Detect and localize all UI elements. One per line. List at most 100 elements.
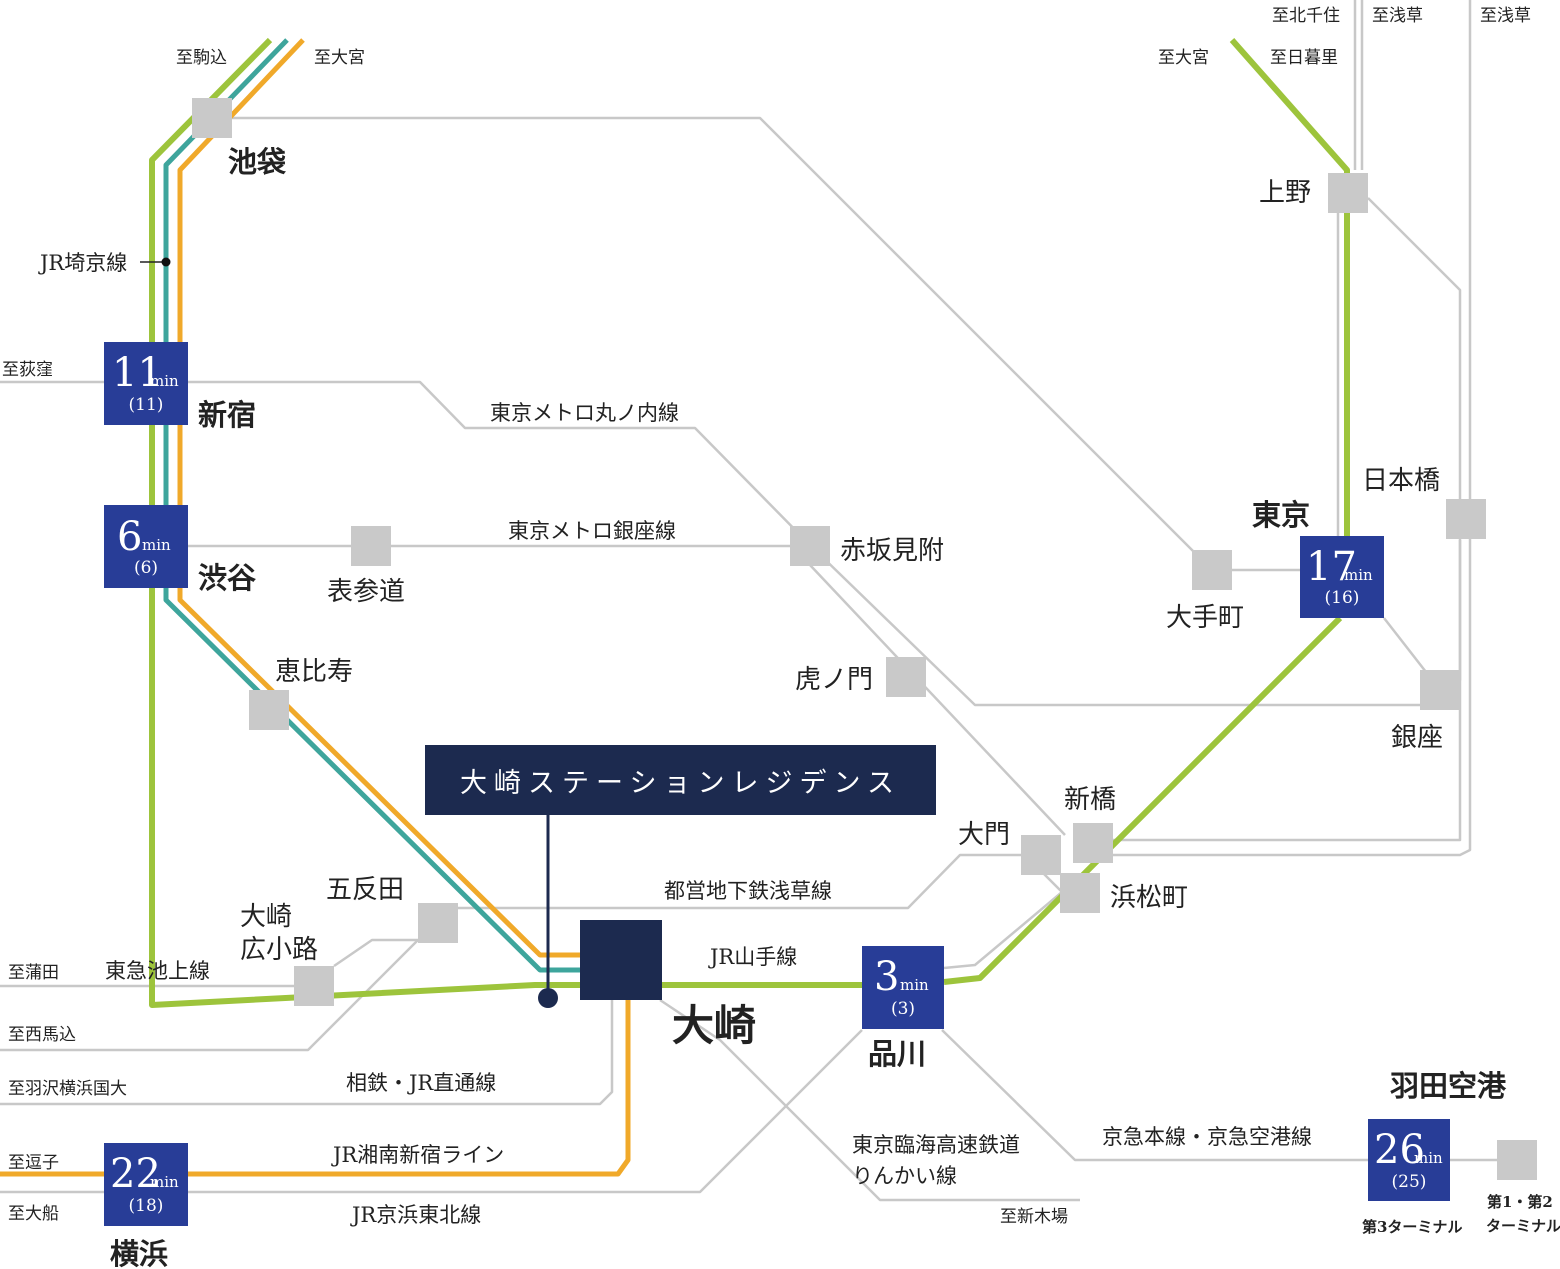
svg-text:26: 26 (1374, 1127, 1425, 1173)
label-osaki-home: 大崎 (672, 1001, 756, 1050)
line-sotetsu (0, 1000, 614, 1106)
station-otemachi (1192, 550, 1232, 590)
line-name-rinkai-1: 東京臨海高速鉄道 (852, 1133, 1020, 1157)
dest-nippori: 至日暮里 (1270, 48, 1338, 68)
line-name-keikyu: 京急本線・京急空港線 (1102, 1125, 1312, 1149)
badge-shibuya: 6 min (6) (104, 505, 188, 588)
station-gotanda (418, 903, 458, 943)
svg-text:min: min (900, 976, 929, 994)
station-osaki-hirokoji (294, 966, 334, 1006)
station-haneda-t12 (1497, 1140, 1537, 1180)
station-akasakamitsuke (790, 526, 830, 566)
label-otemachi: 大手町 (1166, 603, 1244, 633)
line-name-rinkai-2: りんかい線 (852, 1164, 957, 1188)
label-akasakamitsuke: 赤坂見附 (840, 536, 944, 566)
label-ueno: 上野 (1259, 178, 1311, 208)
label-osaki-hirokoji-1: 大崎 (240, 902, 292, 932)
label-shinbashi: 新橋 (1064, 785, 1116, 815)
residence-dot (538, 988, 558, 1008)
terminal-12-1: 第1・第2 (1487, 1193, 1553, 1211)
line-nishimagome (0, 939, 419, 1052)
dest-ogikubo: 至荻窪 (2, 360, 53, 380)
svg-text:(6): (6) (134, 558, 158, 578)
dest-kamata: 至蒲田 (8, 963, 59, 983)
svg-text:min: min (1414, 1149, 1443, 1167)
line-saikyo (163, 38, 582, 973)
svg-text:(18): (18) (129, 1196, 164, 1216)
stations (192, 98, 1537, 1180)
station-nihonbashi (1446, 499, 1486, 539)
dest-hazawa: 至羽沢横浜国大 (8, 1079, 127, 1099)
svg-text:11: 11 (112, 350, 163, 396)
svg-text:(16): (16) (1325, 588, 1360, 608)
residence-name: 大崎ステーションレジデンス (460, 767, 901, 799)
line-yamanote-north (1229, 38, 1350, 536)
label-shibuya: 渋谷 (198, 561, 257, 595)
svg-text:(11): (11) (129, 395, 164, 415)
dest-ofuna: 至大船 (8, 1204, 59, 1224)
line-marunouchi-east (188, 380, 811, 546)
line-yamanote-east (943, 615, 1343, 985)
station-ikebukuro (192, 98, 232, 138)
line-akasaka-ginza (809, 544, 1440, 707)
line-name-keihin: JR京浜東北線 (350, 1203, 481, 1227)
label-shinjuku: 新宿 (198, 398, 256, 432)
line-shinagawa-thin (943, 891, 1063, 970)
station-ueno (1328, 173, 1368, 213)
line-asakusa (458, 853, 1040, 910)
line-nihonbashi-shinbashi (1090, 540, 1462, 842)
station-osaki-home (580, 920, 662, 1000)
label-toranomon: 虎ノ門 (795, 665, 873, 695)
label-ginza: 銀座 (1391, 723, 1443, 753)
line-ikegami-2 (333, 938, 418, 968)
dest-omiya-e: 至大宮 (1158, 48, 1209, 68)
badge-tokyo: 17 min (16) (1300, 536, 1384, 618)
label-daimon: 大門 (958, 820, 1010, 850)
dest-nishimagome: 至西馬込 (8, 1025, 76, 1045)
line-rinkai (659, 998, 1080, 1202)
svg-text:22: 22 (110, 1151, 161, 1197)
svg-text:6: 6 (117, 514, 142, 560)
dest-zushi: 至逗子 (8, 1153, 59, 1173)
label-nihonbashi: 日本橋 (1362, 466, 1440, 496)
station-daimon (1021, 835, 1061, 875)
label-shinagawa: 品川 (868, 1037, 926, 1071)
saikyo-dot (161, 257, 171, 267)
line-shonan-south (188, 1000, 631, 1177)
label-haneda: 羽田空港 (1390, 1069, 1507, 1103)
line-keihin (0, 1029, 863, 1194)
station-hamamatsucho (1060, 873, 1100, 913)
station-ginza (1420, 670, 1460, 710)
line-name-ikegami: 東急池上線 (105, 959, 210, 983)
dest-omiya-w: 至大宮 (314, 48, 365, 68)
label-gotanda: 五反田 (326, 875, 404, 905)
label-tokyo: 東京 (1252, 498, 1310, 532)
svg-text:min: min (150, 372, 179, 390)
label-osaki-hirokoji-2: 広小路 (240, 935, 318, 965)
line-akasaka-shinbashi (809, 564, 1066, 836)
label-ebisu: 恵比寿 (275, 657, 353, 687)
label-ikebukuro: 池袋 (228, 145, 286, 179)
svg-text:(3): (3) (891, 999, 915, 1019)
dest-komagome: 至駒込 (176, 48, 227, 68)
svg-text:3: 3 (874, 954, 899, 1000)
other-lines (0, 0, 1500, 1202)
line-name-asakusa: 都営地下鉄浅草線 (664, 879, 832, 903)
badge-yokohama: 22 min (18) (104, 1143, 188, 1226)
line-name-saikyo: JR埼京線 (38, 251, 127, 275)
badge-shinjuku: 11 min (11) (104, 342, 188, 425)
station-ebisu (249, 690, 289, 730)
line-name-marunouchi: 東京メトロ丸ノ内線 (490, 401, 679, 425)
svg-text:17: 17 (1306, 544, 1357, 590)
line-name-ginza: 東京メトロ銀座線 (508, 519, 676, 543)
terminal-3: 第3ターミナル (1362, 1218, 1462, 1236)
svg-text:min: min (1344, 566, 1373, 584)
label-omotesando: 表参道 (327, 577, 405, 607)
station-toranomon (886, 657, 926, 697)
svg-text:min: min (150, 1173, 179, 1191)
station-omotesando (351, 526, 391, 566)
line-name-shonan: JR湘南新宿ライン (331, 1143, 504, 1167)
label-hamamatsucho: 浜松町 (1110, 883, 1188, 913)
line-asakusa-2 (1090, 0, 1472, 857)
svg-text:(25): (25) (1392, 1172, 1427, 1192)
